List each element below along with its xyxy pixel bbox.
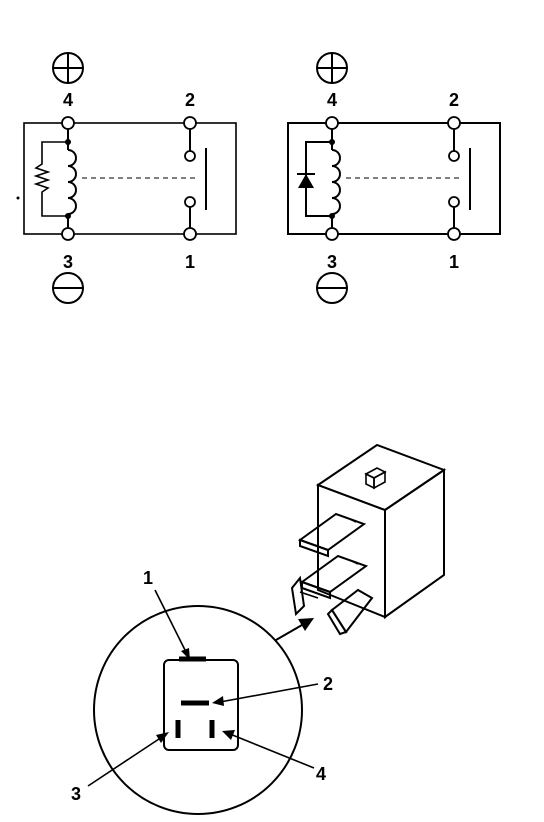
blade-terminal	[290, 575, 319, 617]
terminal-label-3: 3	[327, 252, 337, 272]
diode-icon	[297, 139, 335, 219]
relay-housing-outline	[23, 122, 237, 235]
terminal-label-1: 1	[449, 252, 459, 272]
plus-circle-icon	[52, 52, 84, 84]
blade-terminal	[297, 512, 367, 558]
terminal-3-node	[325, 227, 339, 241]
terminal-2-node	[183, 116, 197, 130]
terminal-4-node	[61, 116, 75, 130]
relay-housing-outline	[287, 122, 501, 235]
terminal-1-node	[447, 227, 461, 241]
pin-label-2: 2	[323, 674, 333, 694]
terminal-label-2: 2	[449, 90, 459, 110]
magnified-view-circle	[93, 605, 303, 815]
schematic-left: 4 2 3 1	[16, 52, 237, 304]
pin-label-4: 4	[316, 764, 326, 784]
terminal-2-node	[447, 116, 461, 130]
schematic-right: 4 2 3 1	[287, 52, 501, 304]
switch-contact	[448, 123, 471, 234]
terminal-1-node	[183, 227, 197, 241]
switch-contact	[184, 123, 207, 234]
relay-body-illustration	[290, 443, 447, 636]
pin-label-3: 3	[71, 784, 81, 804]
terminal-3-node	[61, 227, 75, 241]
minus-circle-icon	[316, 272, 348, 304]
terminal-label-2: 2	[185, 90, 195, 110]
relay-side-face	[384, 468, 445, 619]
terminal-label-3: 3	[63, 252, 73, 272]
resistor-icon	[33, 139, 71, 219]
terminal-4-node	[325, 116, 339, 130]
leader-pin-3	[87, 732, 169, 787]
relay-top-face	[315, 443, 447, 512]
view-direction-arrow	[275, 618, 314, 641]
minus-circle-icon	[52, 272, 84, 304]
plus-circle-icon	[316, 52, 348, 84]
terminal-label-4: 4	[63, 90, 73, 110]
terminal-label-1: 1	[185, 252, 195, 272]
connector-end-view: 1 2 3 4	[71, 568, 333, 815]
blade-terminal	[326, 588, 374, 636]
leader-pin-1	[154, 589, 190, 660]
leader-pin-4	[222, 730, 315, 769]
pin-label-1: 1	[143, 568, 153, 588]
relay-front-face	[317, 483, 386, 619]
terminal-label-4: 4	[327, 90, 337, 110]
leader-pin-2	[212, 683, 319, 706]
